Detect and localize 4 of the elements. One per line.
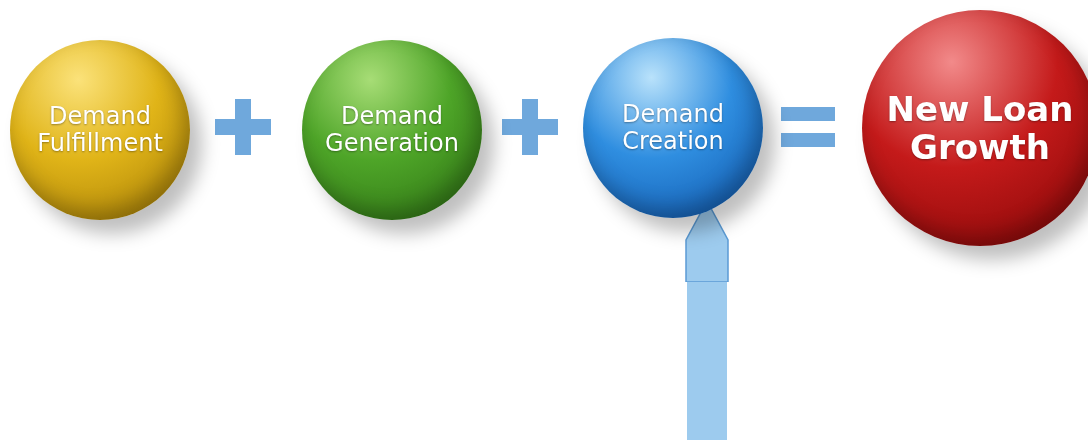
sphere-label: Demand Creation — [621, 101, 725, 155]
sphere-label: New Loan Growth — [885, 89, 1075, 167]
sphere-label: Demand Fulfillment — [36, 103, 164, 157]
sphere-label: Demand Generation — [324, 103, 460, 157]
